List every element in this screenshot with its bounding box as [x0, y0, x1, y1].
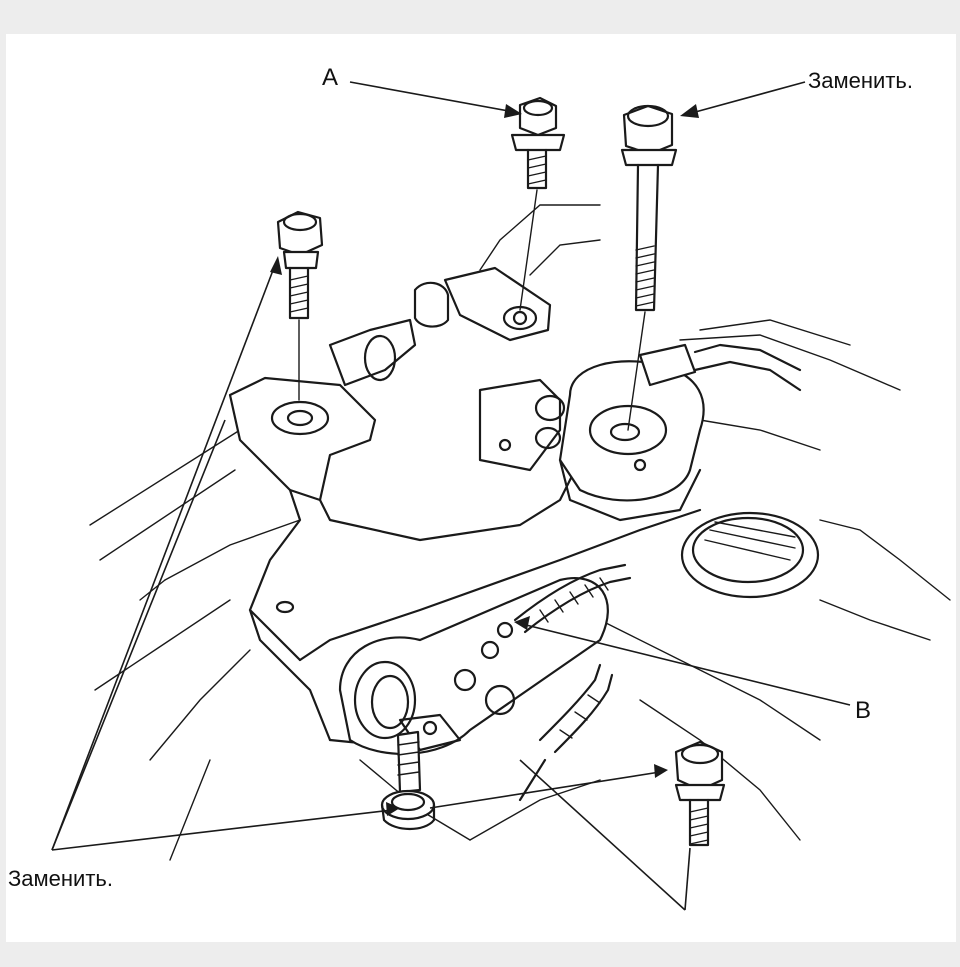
- upper-mount: [558, 360, 705, 522]
- callout-label-a: A: [322, 64, 339, 91]
- hose-right: [638, 343, 802, 392]
- mount-bracket: [228, 376, 702, 747]
- callout-replace-top-right: Заменить.: [808, 68, 913, 93]
- stud-bottom: [380, 730, 436, 831]
- wiring-harness: [513, 563, 632, 802]
- bolt-bottom-right: [674, 740, 726, 847]
- callout-label-b: B: [855, 697, 872, 724]
- filler-cap: [680, 511, 820, 599]
- bolt-right-long: [620, 104, 678, 431]
- callout-replace-bottom-left: Заменить.: [8, 866, 113, 891]
- bolt-a: [510, 96, 566, 311]
- mount-body: [338, 577, 609, 755]
- center-bracket: [328, 266, 566, 472]
- bolt-left: [276, 210, 324, 401]
- leader-lines: [51, 81, 851, 911]
- diagram-frame: [6, 34, 956, 942]
